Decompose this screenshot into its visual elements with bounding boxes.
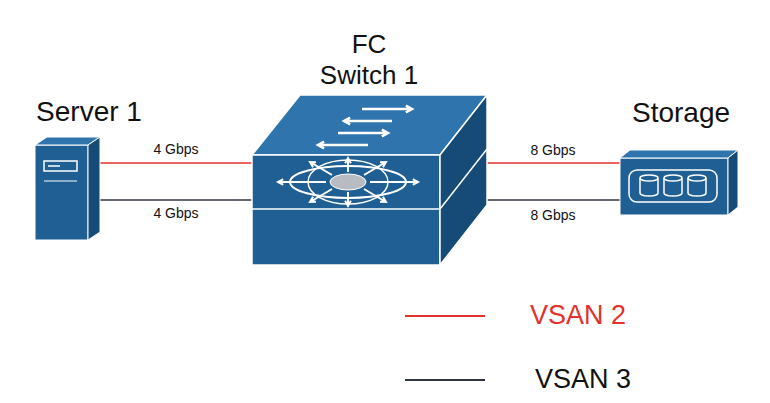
storage-bay — [629, 170, 717, 202]
storage-array: Storage — [620, 150, 738, 215]
fc-switch-art — [252, 95, 487, 265]
storage-top — [620, 150, 738, 158]
switch-ray — [370, 179, 418, 185]
switch-divider — [252, 208, 440, 210]
server-icon-art — [35, 137, 100, 240]
switch-front — [252, 155, 440, 265]
switch-ray — [345, 192, 351, 206]
legend-label: VSAN 2 — [530, 300, 626, 331]
link-speed: 4 Gbps — [151, 141, 200, 157]
switch-arrow — [338, 130, 388, 137]
server-side — [88, 137, 100, 240]
switch-ray — [310, 162, 332, 175]
fc-link — [100, 199, 252, 201]
legend-sample — [405, 315, 485, 317]
switch-divider — [440, 149, 487, 209]
fc-switch: FC Switch 1 — [252, 95, 487, 265]
switch-core — [330, 174, 366, 190]
link-speed: 4 Gbps — [151, 205, 200, 221]
server-front — [35, 145, 88, 240]
switch-ray — [364, 189, 386, 202]
switch-arrow — [318, 142, 368, 149]
node-title: Storage — [622, 96, 740, 130]
storage-front — [620, 158, 728, 215]
server-slot — [48, 165, 60, 167]
server-drive — [44, 161, 77, 171]
switch-arrow — [362, 106, 412, 113]
switch-ray — [364, 162, 386, 175]
switch-ray — [310, 189, 332, 202]
disk-top — [640, 175, 658, 181]
switch-side — [440, 95, 487, 265]
legend-sample — [405, 379, 485, 381]
node-title: Server 1 — [18, 95, 160, 129]
server-slot — [44, 181, 77, 182]
switch-ray — [345, 158, 351, 172]
disk-top — [664, 175, 682, 181]
storage-side — [728, 150, 738, 215]
server-icon: Server 1 — [35, 137, 100, 240]
switch-arrow — [344, 118, 392, 125]
link-speed: 8 Gbps — [528, 207, 577, 223]
fc-link — [100, 162, 252, 164]
fc-link — [487, 199, 620, 201]
fc-link — [487, 162, 620, 164]
link-speed: 8 Gbps — [528, 142, 577, 158]
switch-ray — [278, 179, 326, 185]
storage-array-art — [620, 150, 738, 215]
node-title: FC Switch 1 — [314, 29, 424, 91]
disk-top — [688, 175, 706, 181]
legend-label: VSAN 3 — [535, 364, 631, 395]
